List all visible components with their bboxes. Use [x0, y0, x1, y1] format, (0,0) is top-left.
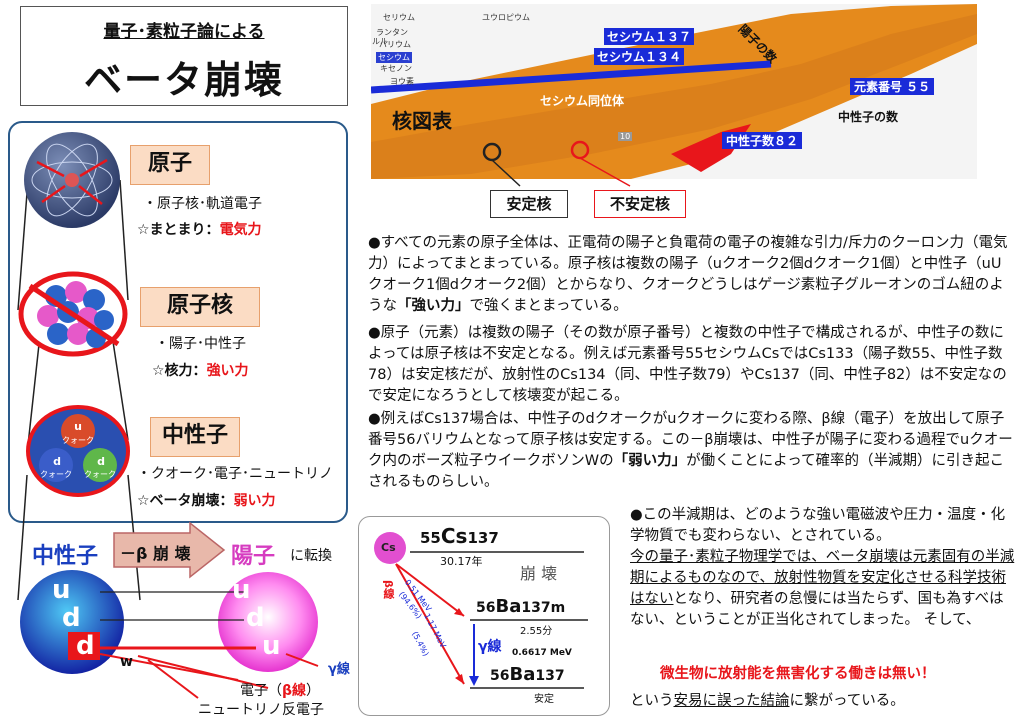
nuclide-chart-label: 核図表 [392, 109, 452, 133]
elem-xe: キセノン [380, 64, 412, 73]
neutron-icon [26, 405, 130, 497]
ba137m-time: 2.55分 [520, 626, 553, 637]
neutron-quark-3-name: クォーク [84, 470, 116, 479]
decay-proton-label: 陽子 [231, 544, 276, 569]
elem-eu: ユウロピウム [482, 13, 530, 22]
nucleus-force-line: ☆核力：強い力 [152, 363, 249, 379]
stable-chip: 安定核 [490, 190, 568, 218]
neutron-quark-1: u [74, 420, 82, 433]
ba137m-nuclide: 56Ba137m [476, 596, 566, 617]
neutron-quark-2-name: クォーク [40, 470, 72, 479]
chart-markers [482, 140, 631, 187]
elem-la: ランタン [376, 28, 408, 37]
conclusion-line: という安易に誤った結論に繋がっている。 [630, 693, 905, 709]
cs-nuclide: 55Cs137 [420, 524, 499, 548]
gamma-label: γ線 [478, 639, 502, 655]
decay-neutron-label: 中性子 [32, 544, 99, 569]
decay-suffix: に転換 [290, 548, 332, 564]
decay-arrow-label: －β 崩 壊 [120, 544, 191, 563]
neutron-desc: ・クオーク･電子･ニュートリノ [137, 466, 333, 482]
tag-10: 10 [618, 132, 633, 141]
collapse-label: 崩 壊 [520, 564, 558, 583]
ba137-nuclide: 56Ba137 [490, 664, 565, 685]
ba137-stable: 安定 [534, 694, 554, 705]
page-title: ベータ崩壊 [83, 58, 284, 102]
nucleus-icon [18, 271, 128, 357]
neutron-force-line: ☆ベータ崩壊：弱い力 [137, 493, 276, 509]
nucleus-desc: ・陽子･中性子 [155, 336, 246, 352]
neutron-quark-1-name: クォーク [62, 436, 94, 445]
paragraph-3: ●例えばCs137場合は、中性子のdクオークがuクオークに変わる際、β線（電子）… [368, 411, 1013, 490]
neutron-label: 中性子 [150, 417, 240, 457]
right-quark-d: d [246, 603, 265, 633]
element-number-label: 元素番号 ５５ [850, 78, 935, 95]
beta-ray-label: β線 [382, 580, 395, 599]
left-quark-u: u [52, 575, 71, 605]
electron-label: 電子（β線） [240, 683, 321, 699]
isotopes-label: セシウム同位体 [540, 94, 625, 108]
left-quark-d1: d [62, 603, 81, 633]
gamma-ray-label: γ線 [328, 662, 350, 677]
right-quark-u2: u [262, 631, 281, 661]
elem-ba: バリウム [379, 40, 411, 49]
cs137-label: セシウム１３７ [604, 28, 695, 45]
right-quark-u1: u [232, 575, 251, 605]
atom-sphere-icon [24, 132, 120, 228]
decay-arrow-icon [113, 521, 226, 579]
atom-desc: ・原子核･軌道電子 [143, 196, 262, 212]
paragraph-4: ●この半減期は、どのような強い電磁波や圧力・温度・化学物質でも変わらない、とされ… [630, 507, 1015, 628]
elem-partial: ルル [372, 37, 388, 46]
gamma-energy: 0.6617 MeV [512, 648, 572, 658]
red-statement: 微生物に放射能を無害化する働きは無い！ [660, 666, 936, 682]
atom-force-line: ☆まとまり：電気力 [137, 222, 262, 238]
neutron-quark-3: d [97, 455, 105, 468]
paragraph-2: ●原子（元素）は複数の陽子（その数が原子番号）と複数の中性子で構成されるが、中性… [368, 325, 1007, 404]
elem-i: ヨウ素 [390, 77, 414, 86]
elem-cs: セシウム [376, 52, 412, 63]
left-quark-d2: d [76, 631, 95, 661]
decay-scheme-graphic [374, 532, 588, 689]
w-boson-label: w [120, 654, 133, 670]
paragraph-1: ●すべての元素の原子全体は、正電荷の陽子と負電荷の電子の複雑な引力/斥力のクーロ… [368, 235, 1008, 314]
unstable-chip: 不安定核 [594, 190, 686, 218]
antineutrino-label: ニュートリノ反電子 [198, 702, 324, 718]
decay-spheres [20, 570, 319, 699]
subtitle: 量子･素粒子論による [103, 22, 265, 42]
title-box: 量子･素粒子論による ベータ崩壊 [20, 6, 348, 106]
cs-symbol: Cs [381, 541, 396, 554]
cs134-label: セシウム１３４ [594, 48, 685, 65]
neutron82-label: 中性子数８２ [722, 132, 803, 149]
cs-halflife: 30.17年 [440, 555, 483, 568]
nucleus-label: 原子核 [140, 287, 260, 327]
atom-label: 原子 [130, 145, 210, 185]
elem-ce: セリウム [383, 13, 415, 22]
neutron-axis-label: 中性子の数 [838, 110, 899, 124]
neutron-quark-2: d [53, 455, 61, 468]
